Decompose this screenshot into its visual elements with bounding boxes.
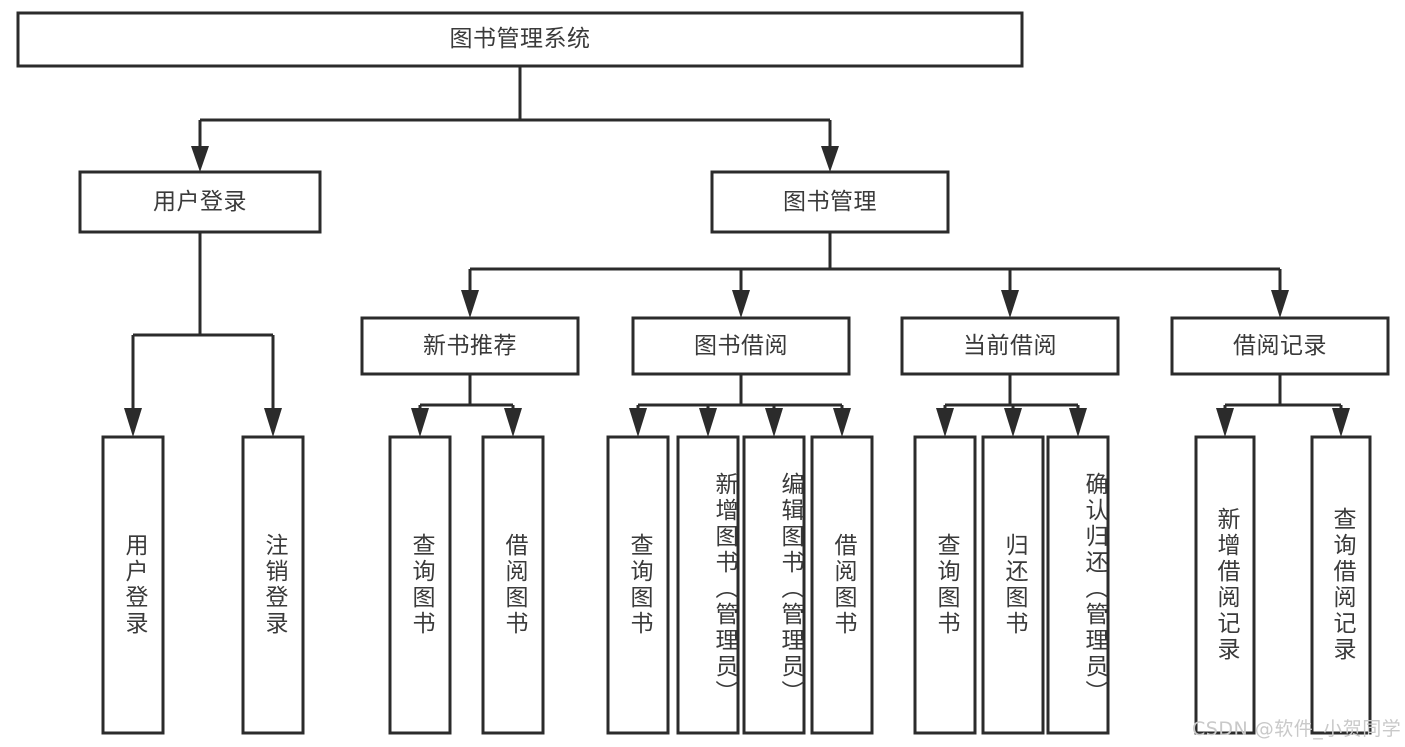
arrow-to-current-borrow-icon	[1001, 290, 1019, 318]
node-box-book-management[interactable]	[710, 170, 950, 234]
node-box-leaf-borrow-book-2[interactable]	[810, 435, 874, 735]
arrow-cb-child1-icon	[936, 408, 954, 437]
arrow-to-book-borrow-icon	[732, 290, 750, 318]
node-box-leaf-edit-book[interactable]	[742, 435, 806, 735]
node-box-book-borrow[interactable]	[631, 316, 851, 376]
arrow-bb-child4-icon	[833, 408, 851, 437]
connector-group-user-login	[124, 232, 282, 437]
node-box-current-borrow[interactable]	[900, 316, 1120, 376]
arrow-to-book-management-icon	[821, 146, 839, 172]
node-box-leaf-add-record[interactable]	[1194, 435, 1256, 735]
node-box-leaf-query-record[interactable]	[1310, 435, 1372, 735]
node-box-user-login[interactable]	[78, 170, 322, 234]
node-box-leaf-borrow-book-1[interactable]	[481, 435, 545, 735]
connector-group-borrow-records	[1216, 374, 1350, 437]
connector-group-book-management	[461, 232, 1289, 318]
arrow-bb-child3-icon	[765, 408, 783, 437]
arrow-br-child1-icon	[1216, 408, 1234, 437]
node-box-leaf-query-book-2[interactable]	[606, 435, 670, 735]
node-box-root[interactable]	[16, 11, 1024, 68]
node-box-leaf-user-logout[interactable]	[241, 435, 305, 735]
arrow-bb-child1-icon	[629, 408, 647, 437]
arrow-bb-child2-icon	[699, 408, 717, 437]
arrow-user-login-child2-icon	[264, 408, 282, 437]
node-box-leaf-query-book-3[interactable]	[913, 435, 977, 735]
arrow-nbr-child2-icon	[504, 408, 522, 437]
connector-group-current-borrow	[936, 374, 1087, 437]
node-box-leaf-user-login[interactable]	[101, 435, 165, 735]
connector-group-new-book-recommend	[411, 374, 522, 437]
node-box-leaf-return-book[interactable]	[981, 435, 1045, 735]
node-box-new-book-recommend[interactable]	[360, 316, 580, 376]
arrow-br-child2-icon	[1332, 408, 1350, 437]
arrow-to-new-book-recommend-icon	[461, 290, 479, 318]
arrow-to-borrow-records-icon	[1271, 290, 1289, 318]
arrow-user-login-child1-icon	[124, 408, 142, 437]
node-box-leaf-add-book[interactable]	[676, 435, 740, 735]
node-box-leaf-confirm-return[interactable]	[1046, 435, 1110, 735]
arrow-cb-child2-icon	[1004, 408, 1022, 437]
csdn-watermark: CSDN @软件_小贺同学	[1192, 718, 1402, 740]
connector-group-root	[191, 66, 839, 172]
arrow-to-user-login-icon	[191, 146, 209, 172]
arrow-nbr-child1-icon	[411, 408, 429, 437]
node-box-leaf-query-book-1[interactable]	[388, 435, 452, 735]
node-box-borrow-records[interactable]	[1170, 316, 1390, 376]
arrow-cb-child3-icon	[1069, 408, 1087, 437]
connector-group-book-borrow	[629, 374, 851, 437]
